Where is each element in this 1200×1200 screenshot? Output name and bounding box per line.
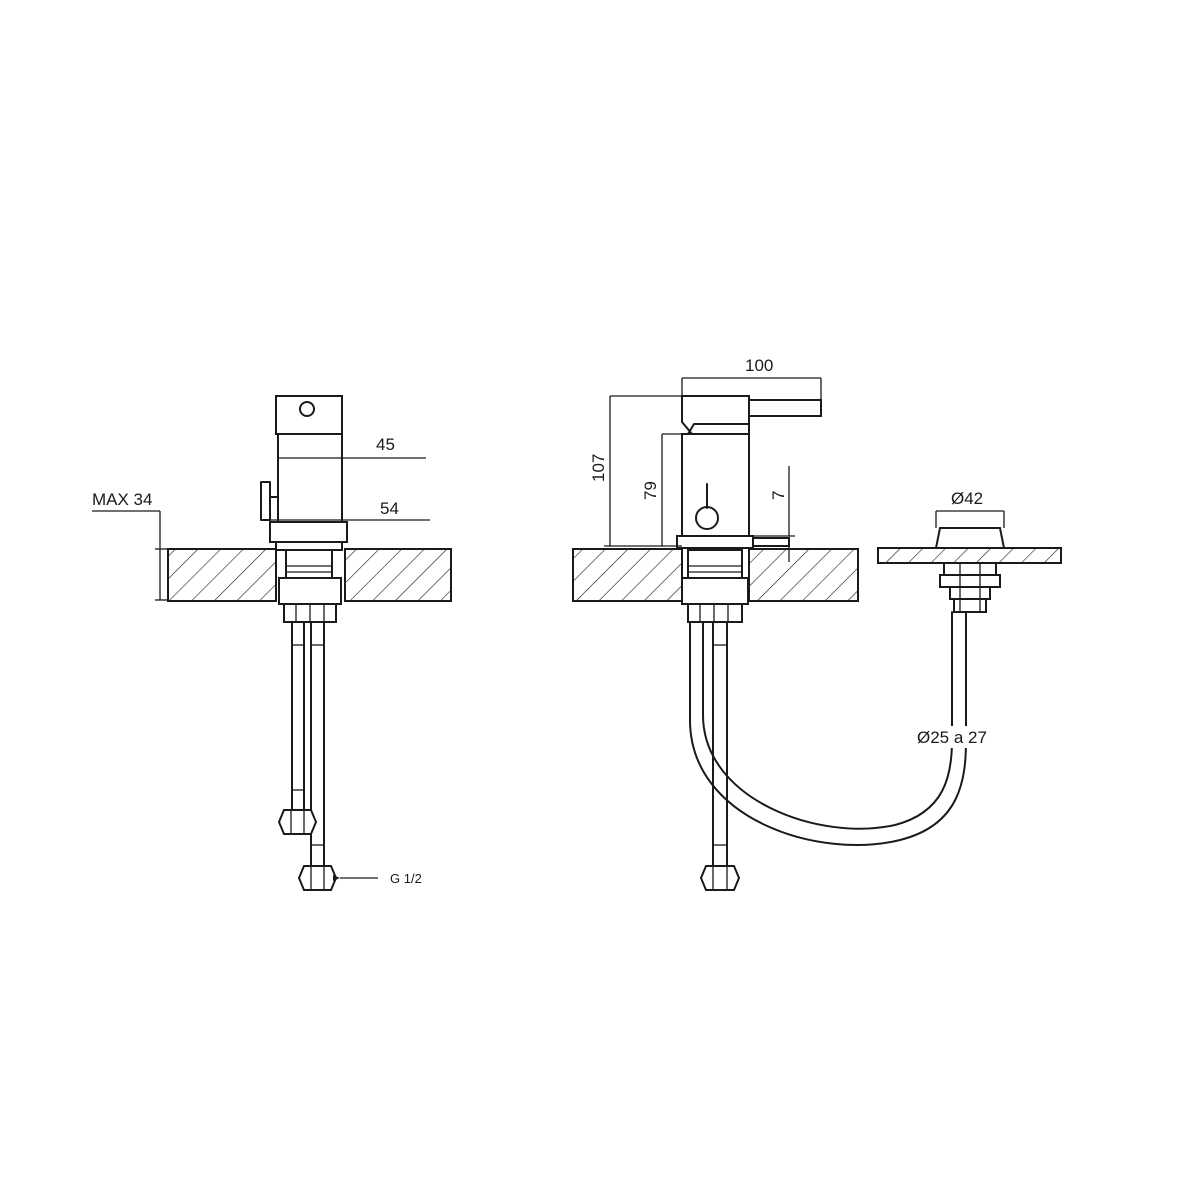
dim-waste-diameter: Ø42 xyxy=(951,489,983,508)
dim-total-length: 100 xyxy=(745,356,773,375)
dim-base-width: 54 xyxy=(380,499,399,518)
dim-hole-diameter: Ø25 a 27 xyxy=(917,728,987,747)
countertop-waste xyxy=(877,547,1062,564)
lever-handle xyxy=(260,481,271,521)
supply-hose-side xyxy=(712,621,728,867)
aerator-marker xyxy=(695,506,719,530)
countertop-side-right xyxy=(748,548,859,602)
supply-hose-left xyxy=(291,621,305,811)
outlet-hole xyxy=(299,401,315,417)
hose-nut-left xyxy=(277,809,318,835)
dim-max-thickness: MAX 34 xyxy=(92,490,152,509)
dim-total-height: 107 xyxy=(589,454,608,482)
hose-nut-right xyxy=(297,865,338,891)
countertop-right xyxy=(344,548,452,602)
waste-cap xyxy=(934,527,1006,549)
dim-base-height: 7 xyxy=(769,491,788,500)
dim-body-width: 45 xyxy=(376,435,395,454)
hose-nut-side xyxy=(699,865,741,891)
faucet-body-side xyxy=(681,433,750,537)
dim-spout-height: 79 xyxy=(641,481,660,500)
countertop-side-left xyxy=(572,548,683,602)
popup-cable xyxy=(689,611,967,846)
side-view: 100 107 79 7 Ø42 Ø25 a 27 xyxy=(572,356,1062,891)
dim-connection: G 1/2 xyxy=(390,871,422,886)
faucet-body xyxy=(277,433,343,523)
base-plate xyxy=(269,521,348,543)
countertop-left xyxy=(167,548,277,602)
front-view: 45 54 MAX 34 G 1/2 xyxy=(92,395,452,891)
